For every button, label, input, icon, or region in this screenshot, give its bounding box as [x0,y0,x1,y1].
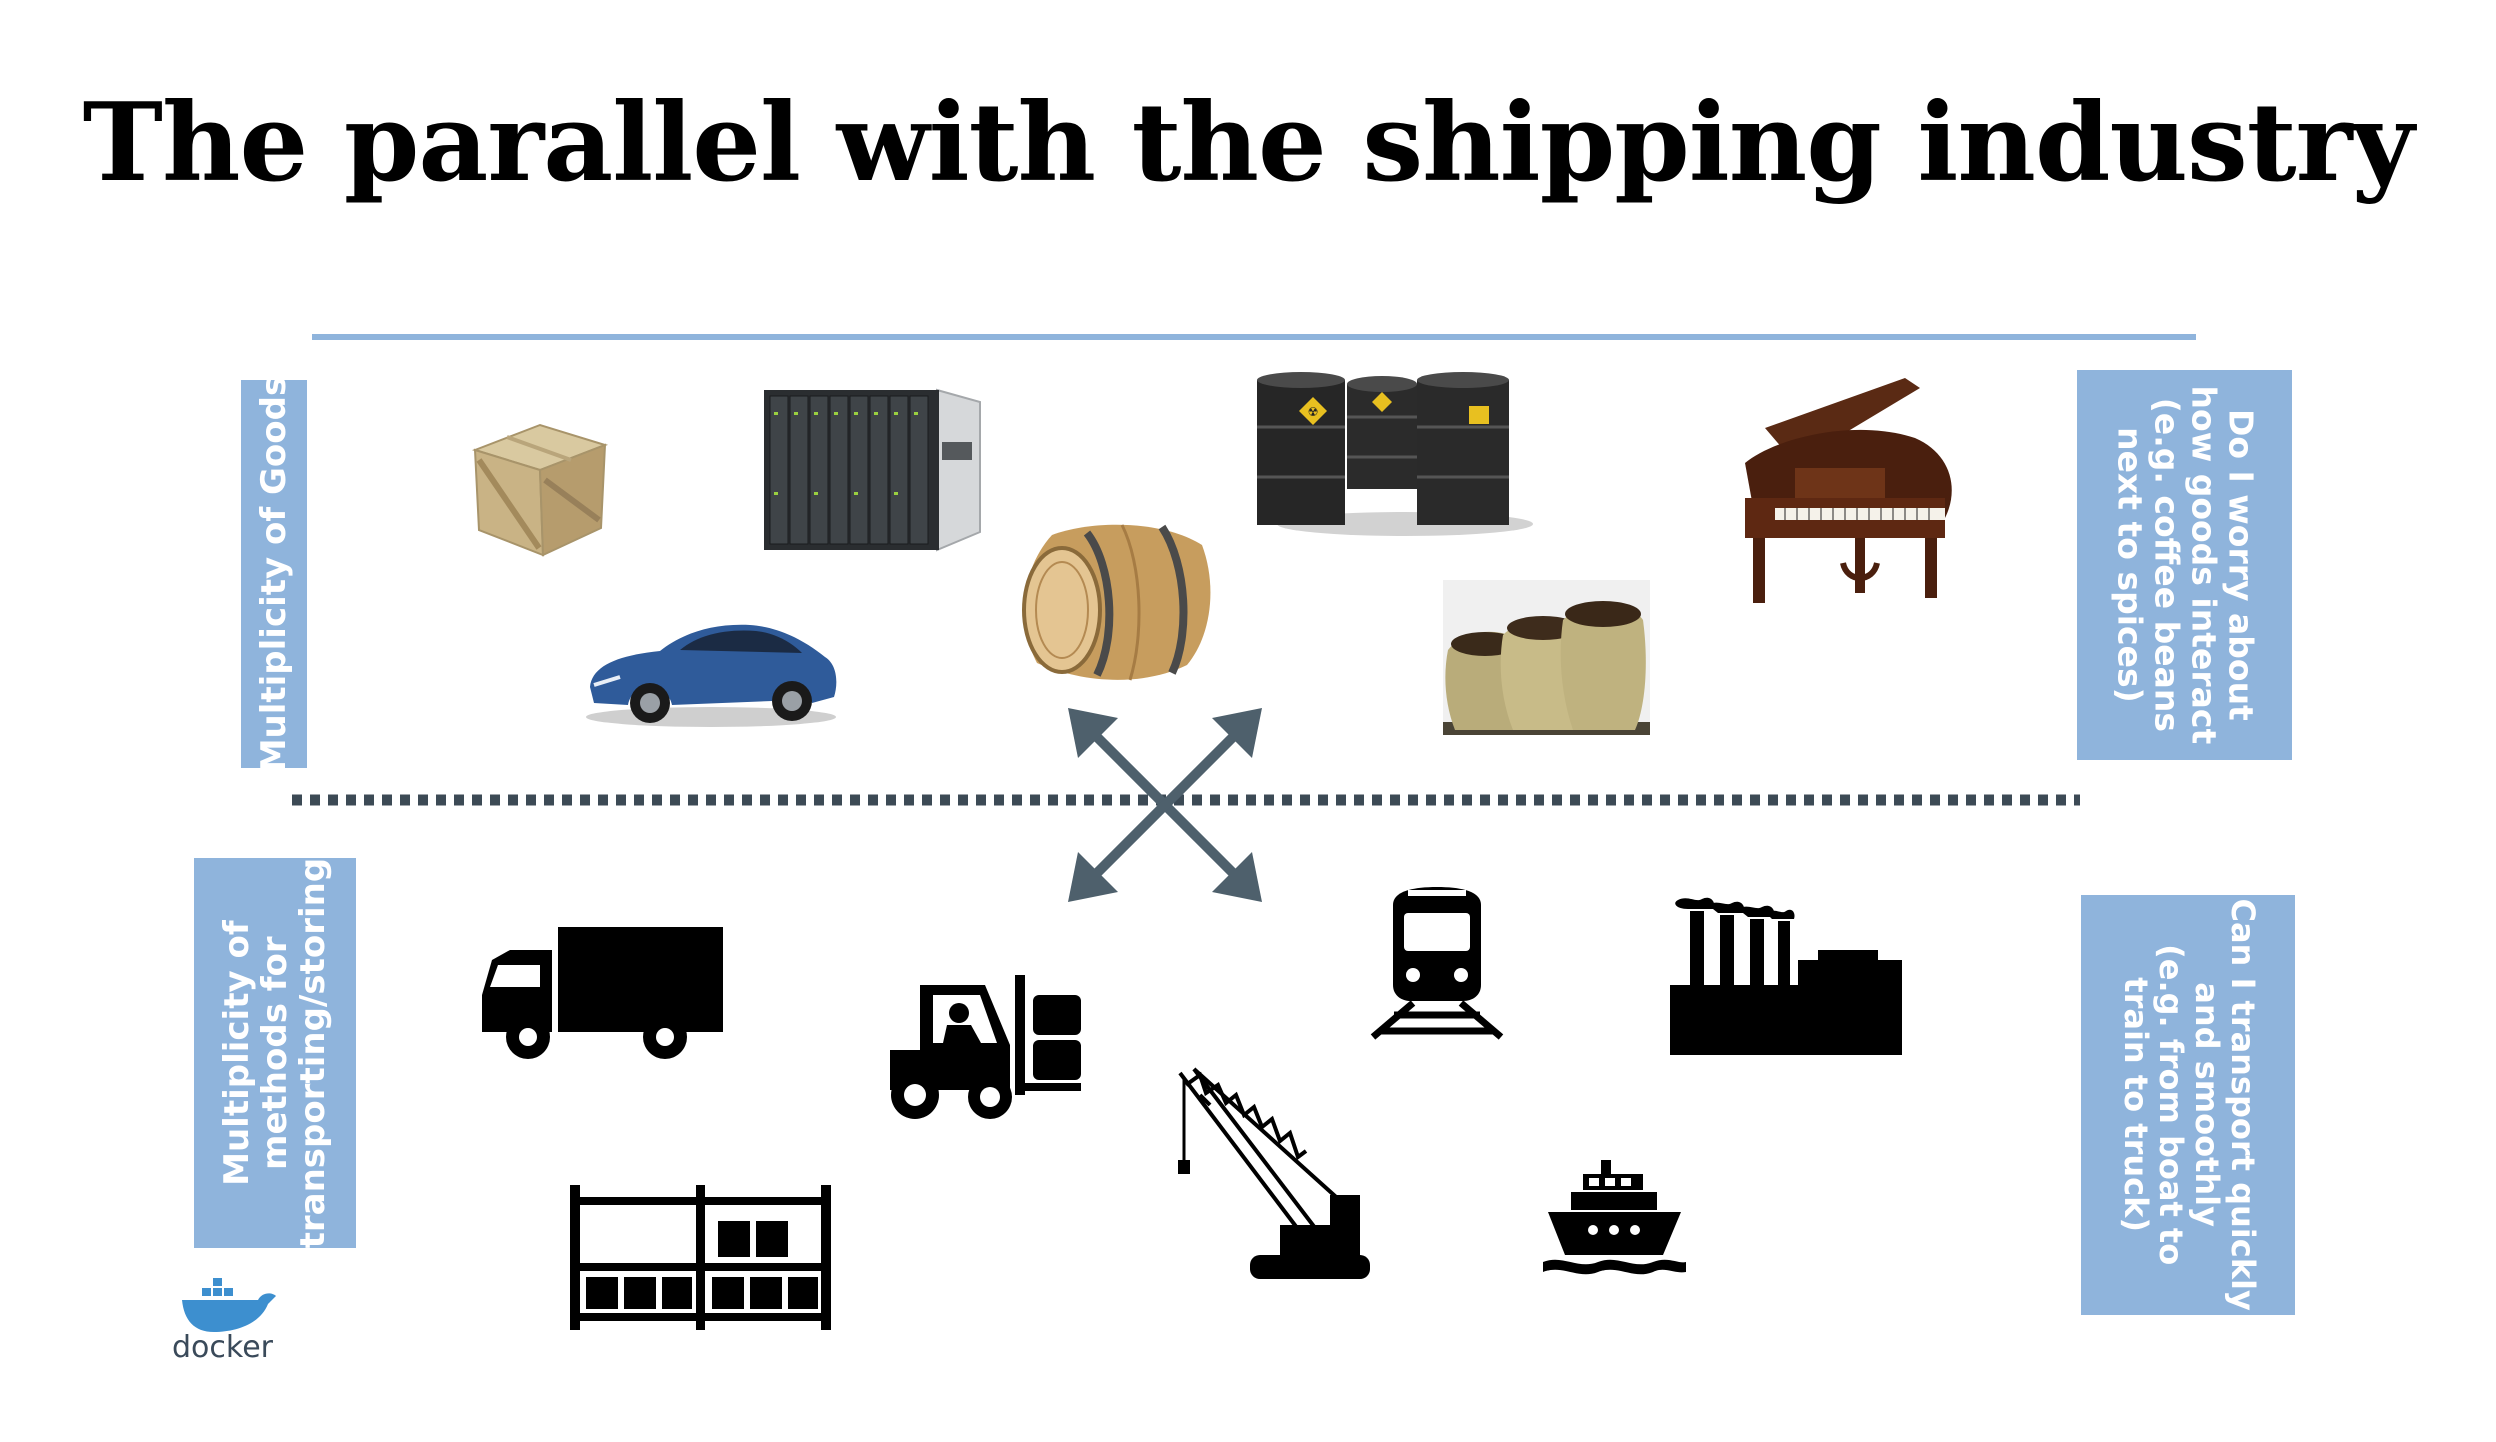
methods-label: Multiplicity of methods for transporting… [218,858,332,1249]
goods-question-label: Do I worry about how goods interact (e.g… [2111,386,2259,745]
sacks-icon [1443,580,1650,735]
crate-icon [465,420,610,560]
truck-icon [480,925,725,1060]
oil-drums-icon: ☢ [1255,372,1535,540]
methods-question-box: Can I transport quickly and smoothly (e.… [2081,895,2295,1315]
crossed-arrows-icon [1060,700,1270,910]
methods-question-label: Can I transport quickly and smoothly (e.… [2116,899,2259,1311]
car-icon [580,605,842,730]
train-icon [1368,885,1506,1040]
slide-title: The parallel with the shipping industry [0,80,2496,206]
factory-icon [1668,895,1903,1057]
piano-icon [1735,368,1965,613]
methods-label-box: Multiplicity of methods for transporting… [194,858,356,1248]
docker-logo-text: docker [172,1330,273,1365]
container-rack-icon [568,1185,833,1330]
server-icon [762,382,984,554]
barrel-icon [1012,515,1217,685]
docker-whale-icon [180,1278,280,1334]
ship-icon [1543,1160,1686,1285]
goods-label-box: Multiplicity of Goods [241,380,307,768]
goods-question-box: Do I worry about how goods interact (e.g… [2077,370,2292,760]
svg-text:☢: ☢ [1308,405,1319,419]
goods-label: Multiplicity of Goods [255,376,293,773]
crane-icon [1170,1065,1370,1285]
forklift-icon [885,965,1085,1125]
